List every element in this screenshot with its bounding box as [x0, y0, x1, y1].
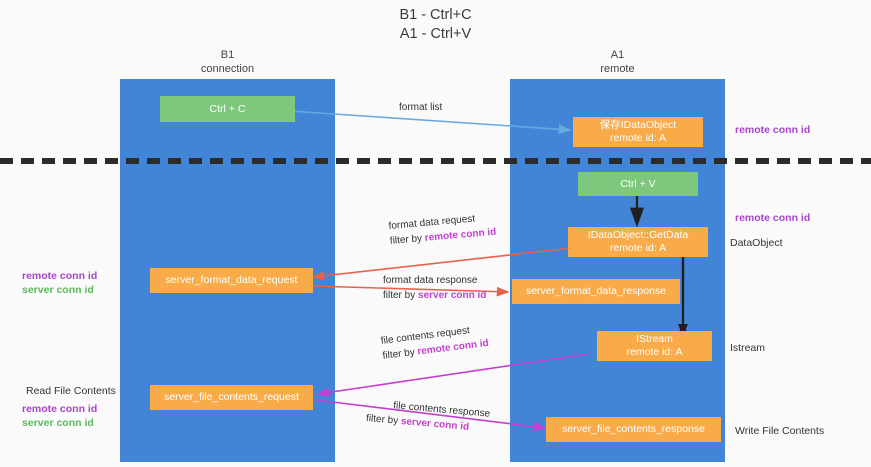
node-server-format-data-request[interactable]: server_format_data_request [150, 268, 313, 293]
column-header-b1: B1 connection [200, 49, 255, 75]
annotation-left-server-conn-id-bottom: server conn id [22, 417, 94, 429]
filter-prefix: filter by [389, 232, 426, 247]
annotation-right-istream: Istream [730, 342, 766, 354]
annotation-right-remote-conn-id-top: remote conn id [735, 124, 811, 136]
arrow-format-list [274, 109, 572, 135]
annotation-right-dataobject: DataObject [730, 237, 783, 249]
node-server-file-contents-request[interactable]: server_file_contents_request [150, 385, 313, 410]
node-server-format-data-response[interactable]: server_format_data_response [512, 279, 680, 304]
filter-value-server-conn-id: server conn id [418, 290, 487, 301]
node-ctrl-v[interactable]: Ctrl + V [578, 172, 698, 196]
edge-label-format-list: format list [399, 102, 443, 113]
edge-label-format-data-response: format data response filter by server co… [383, 273, 486, 303]
annotation-left-remote-conn-id: remote conn id [22, 270, 98, 282]
edge-label-format-data-response-line2: filter by server conn id [383, 288, 486, 303]
diagram-title: B1 - Ctrl+C A1 - Ctrl+V [399, 7, 472, 42]
node-save-idataobject[interactable]: 保存IDataObject remote id: A [573, 117, 703, 147]
node-ctrl-c[interactable]: Ctrl + C [160, 96, 295, 122]
filter-prefix: filter by [382, 346, 419, 362]
arrow-response-to-istream [678, 250, 688, 336]
annotation-left-read-file-contents: Read File Contents [26, 385, 116, 397]
phase-separator-dashed-line [0, 158, 871, 164]
edge-label-format-data-response-line1: format data response [383, 275, 478, 286]
arrow-file-contents-response [315, 399, 547, 432]
arrow-file-contents-request [316, 353, 589, 398]
annotation-left-server-conn-id: server conn id [22, 284, 94, 296]
arrow-format-data-request [311, 247, 573, 281]
annotation-right-remote-conn-id-mid: remote conn id [735, 212, 811, 224]
annotation-right-write-file-contents: Write File Contents [735, 425, 825, 437]
filter-prefix: filter by [383, 290, 419, 301]
node-server-file-contents-response[interactable]: server_file_contents_response [546, 417, 721, 442]
node-istream[interactable]: IStream remote id: A [597, 331, 712, 361]
filter-prefix: filter by [365, 412, 402, 427]
column-header-a1: A1 remote [600, 49, 635, 75]
node-idataobject-getdata[interactable]: IDataObject::GetData remote id: A [568, 227, 708, 257]
arrow-format-data-response [312, 285, 510, 297]
annotation-left-remote-conn-id-bottom: remote conn id [22, 403, 98, 415]
